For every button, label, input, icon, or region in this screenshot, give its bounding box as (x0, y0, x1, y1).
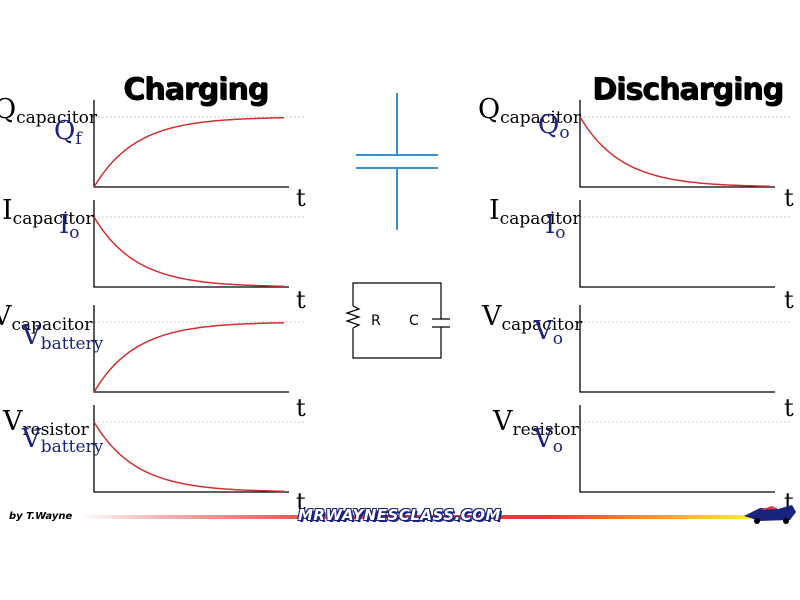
charging-graph-3-curve (93, 321, 285, 393)
charging-v-capacitor-label: Vcapacitor (0, 301, 93, 335)
charging-v-capacitor-ref-label: Vbattery (22, 321, 104, 354)
charging-i-t-label: t (296, 286, 306, 314)
charging-graph-3-axes (93, 305, 289, 393)
discharging-v-resistor-ref-label: Vo (534, 424, 564, 457)
charging-v-resistor-ref-label: Vbattery (22, 424, 104, 457)
discharging-i-ref-label: Io (545, 210, 566, 243)
discharging-v-resistor-label: Vresistor (493, 406, 579, 440)
charging-v-capacitor-t-label: t (296, 394, 306, 422)
charging-v-resistor-label: Vresistor (3, 406, 89, 440)
discharging-graph-4-axes (579, 405, 775, 493)
charging-graph-4-axes (93, 405, 289, 493)
charging-graph-1-axes (93, 100, 289, 188)
discharging-v-resistor-t-label: t (784, 488, 794, 516)
discharging-i-t-label: t (784, 286, 794, 314)
charging-i-ref-label: Io (59, 210, 80, 243)
charging-q-ref-label: Qf (54, 116, 82, 149)
discharging-graph-1-curve (579, 116, 771, 188)
discharging-v-capacitor-label: Vcapacitor (482, 301, 583, 335)
byline: by T.Wayne (9, 511, 73, 522)
site-link[interactable]: MRWAYNESCLASS.COM (298, 506, 501, 524)
discharging-graph-2-axes (579, 200, 775, 288)
charging-i-capacitor-label: Icapacitor (2, 195, 94, 229)
discharging-q-t-label: t (784, 184, 794, 212)
discharging-v-capacitor-ref-label: Vo (534, 316, 564, 349)
charging-q-capacitor-label: Qcapacitor (0, 94, 97, 128)
footer-bar (80, 515, 750, 519)
charging-q-t-label: t (296, 184, 306, 212)
charging-title: Charging (123, 72, 269, 107)
discharging-i-capacitor-label: Icapacitor (489, 195, 581, 229)
resistor-label: R (371, 313, 381, 329)
discharging-title: Discharging (592, 72, 784, 107)
capacitor-label: C (409, 313, 419, 329)
discharging-v-capacitor-t-label: t (784, 394, 794, 422)
discharging-graph-3-axes (579, 305, 775, 393)
discharging-graph-1-axes (579, 100, 775, 188)
charging-graph-1-curve (93, 116, 285, 188)
charging-graph-2-axes (93, 200, 289, 288)
charging-v-resistor-t-label: t (296, 488, 306, 516)
discharging-q-ref-label: Qo (538, 110, 570, 143)
charging-graph-4-curve (93, 421, 285, 493)
discharging-q-capacitor-label: Qcapacitor (478, 94, 581, 128)
charging-graph-2-curve (93, 216, 285, 288)
